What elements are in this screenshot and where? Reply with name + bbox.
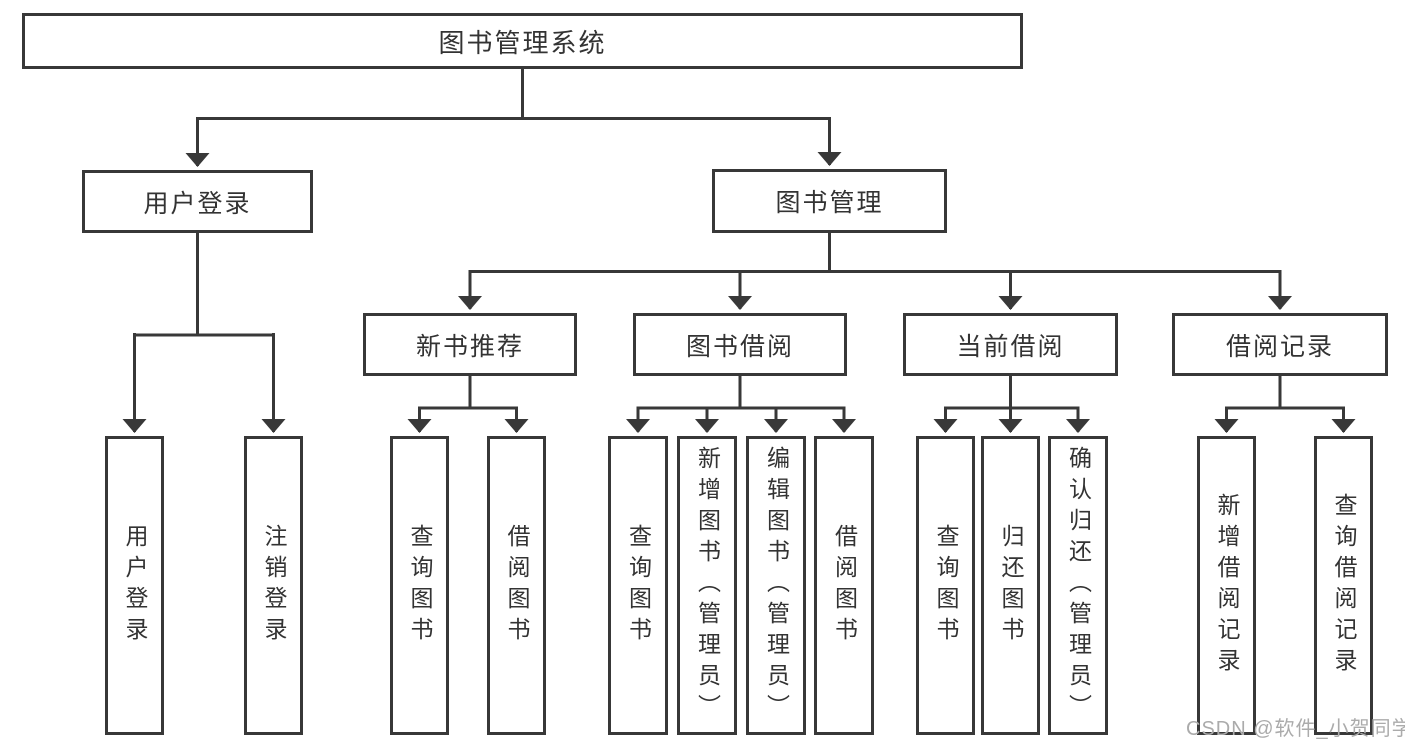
leaf-query-books-current: 查询图书 (916, 436, 975, 735)
leaf-label: 确认归还（管理员） (1065, 446, 1092, 725)
node-borrow-records: 借阅记录 (1172, 313, 1388, 376)
node-label: 图书借阅 (685, 332, 794, 361)
node-label: 图书管理系统 (438, 27, 607, 58)
leaf-logout: 注销登录 (244, 436, 303, 735)
leaf-return-book: 归还图书 (981, 436, 1040, 735)
leaf-borrow-books-recommend: 借阅图书 (487, 436, 546, 735)
leaf-label: 新增借阅记录 (1214, 492, 1240, 679)
node-label: 当前借阅 (956, 332, 1065, 361)
node-new-book-recommend: 新书推荐 (363, 313, 577, 376)
leaf-label: 用户登录 (122, 523, 148, 648)
leaf-label: 查询借阅记录 (1331, 492, 1357, 679)
leaf-confirm-return-admin: 确认归还（管理员） (1048, 436, 1108, 735)
leaf-query-borrow-record: 查询借阅记录 (1314, 436, 1373, 735)
node-book-management: 图书管理 (712, 169, 947, 233)
leaf-borrow-books: 借阅图书 (814, 436, 874, 735)
leaf-label: 借阅图书 (504, 523, 530, 648)
node-label: 图书管理 (775, 189, 884, 217)
node-current-borrow: 当前借阅 (903, 313, 1118, 376)
node-user-login: 用户登录 (82, 170, 313, 233)
node-library-system: 图书管理系统 (22, 13, 1023, 69)
watermark: CSDN @软件_小贺同学 (1186, 718, 1405, 740)
node-label: 借阅记录 (1225, 332, 1334, 361)
node-book-borrow: 图书借阅 (633, 313, 847, 376)
leaf-label: 查询图书 (625, 523, 652, 648)
leaf-query-books-recommend: 查询图书 (390, 436, 449, 735)
leaf-label: 归还图书 (998, 523, 1024, 648)
leaf-query-books-borrow: 查询图书 (608, 436, 668, 735)
node-label: 用户登录 (143, 189, 252, 218)
leaf-add-book-admin: 新增图书（管理员） (677, 436, 737, 735)
leaf-add-borrow-record: 新增借阅记录 (1197, 436, 1256, 735)
leaf-user-login: 用户登录 (105, 436, 164, 735)
node-label: 新书推荐 (415, 332, 524, 361)
leaf-edit-book-admin: 编辑图书（管理员） (746, 436, 806, 735)
leaf-label: 借阅图书 (831, 523, 858, 648)
leaf-label: 注销登录 (261, 523, 287, 648)
leaf-label: 编辑图书（管理员） (763, 446, 790, 725)
leaf-label: 新增图书（管理员） (694, 446, 721, 725)
leaf-label: 查询图书 (933, 523, 959, 648)
leaf-label: 查询图书 (407, 523, 433, 648)
